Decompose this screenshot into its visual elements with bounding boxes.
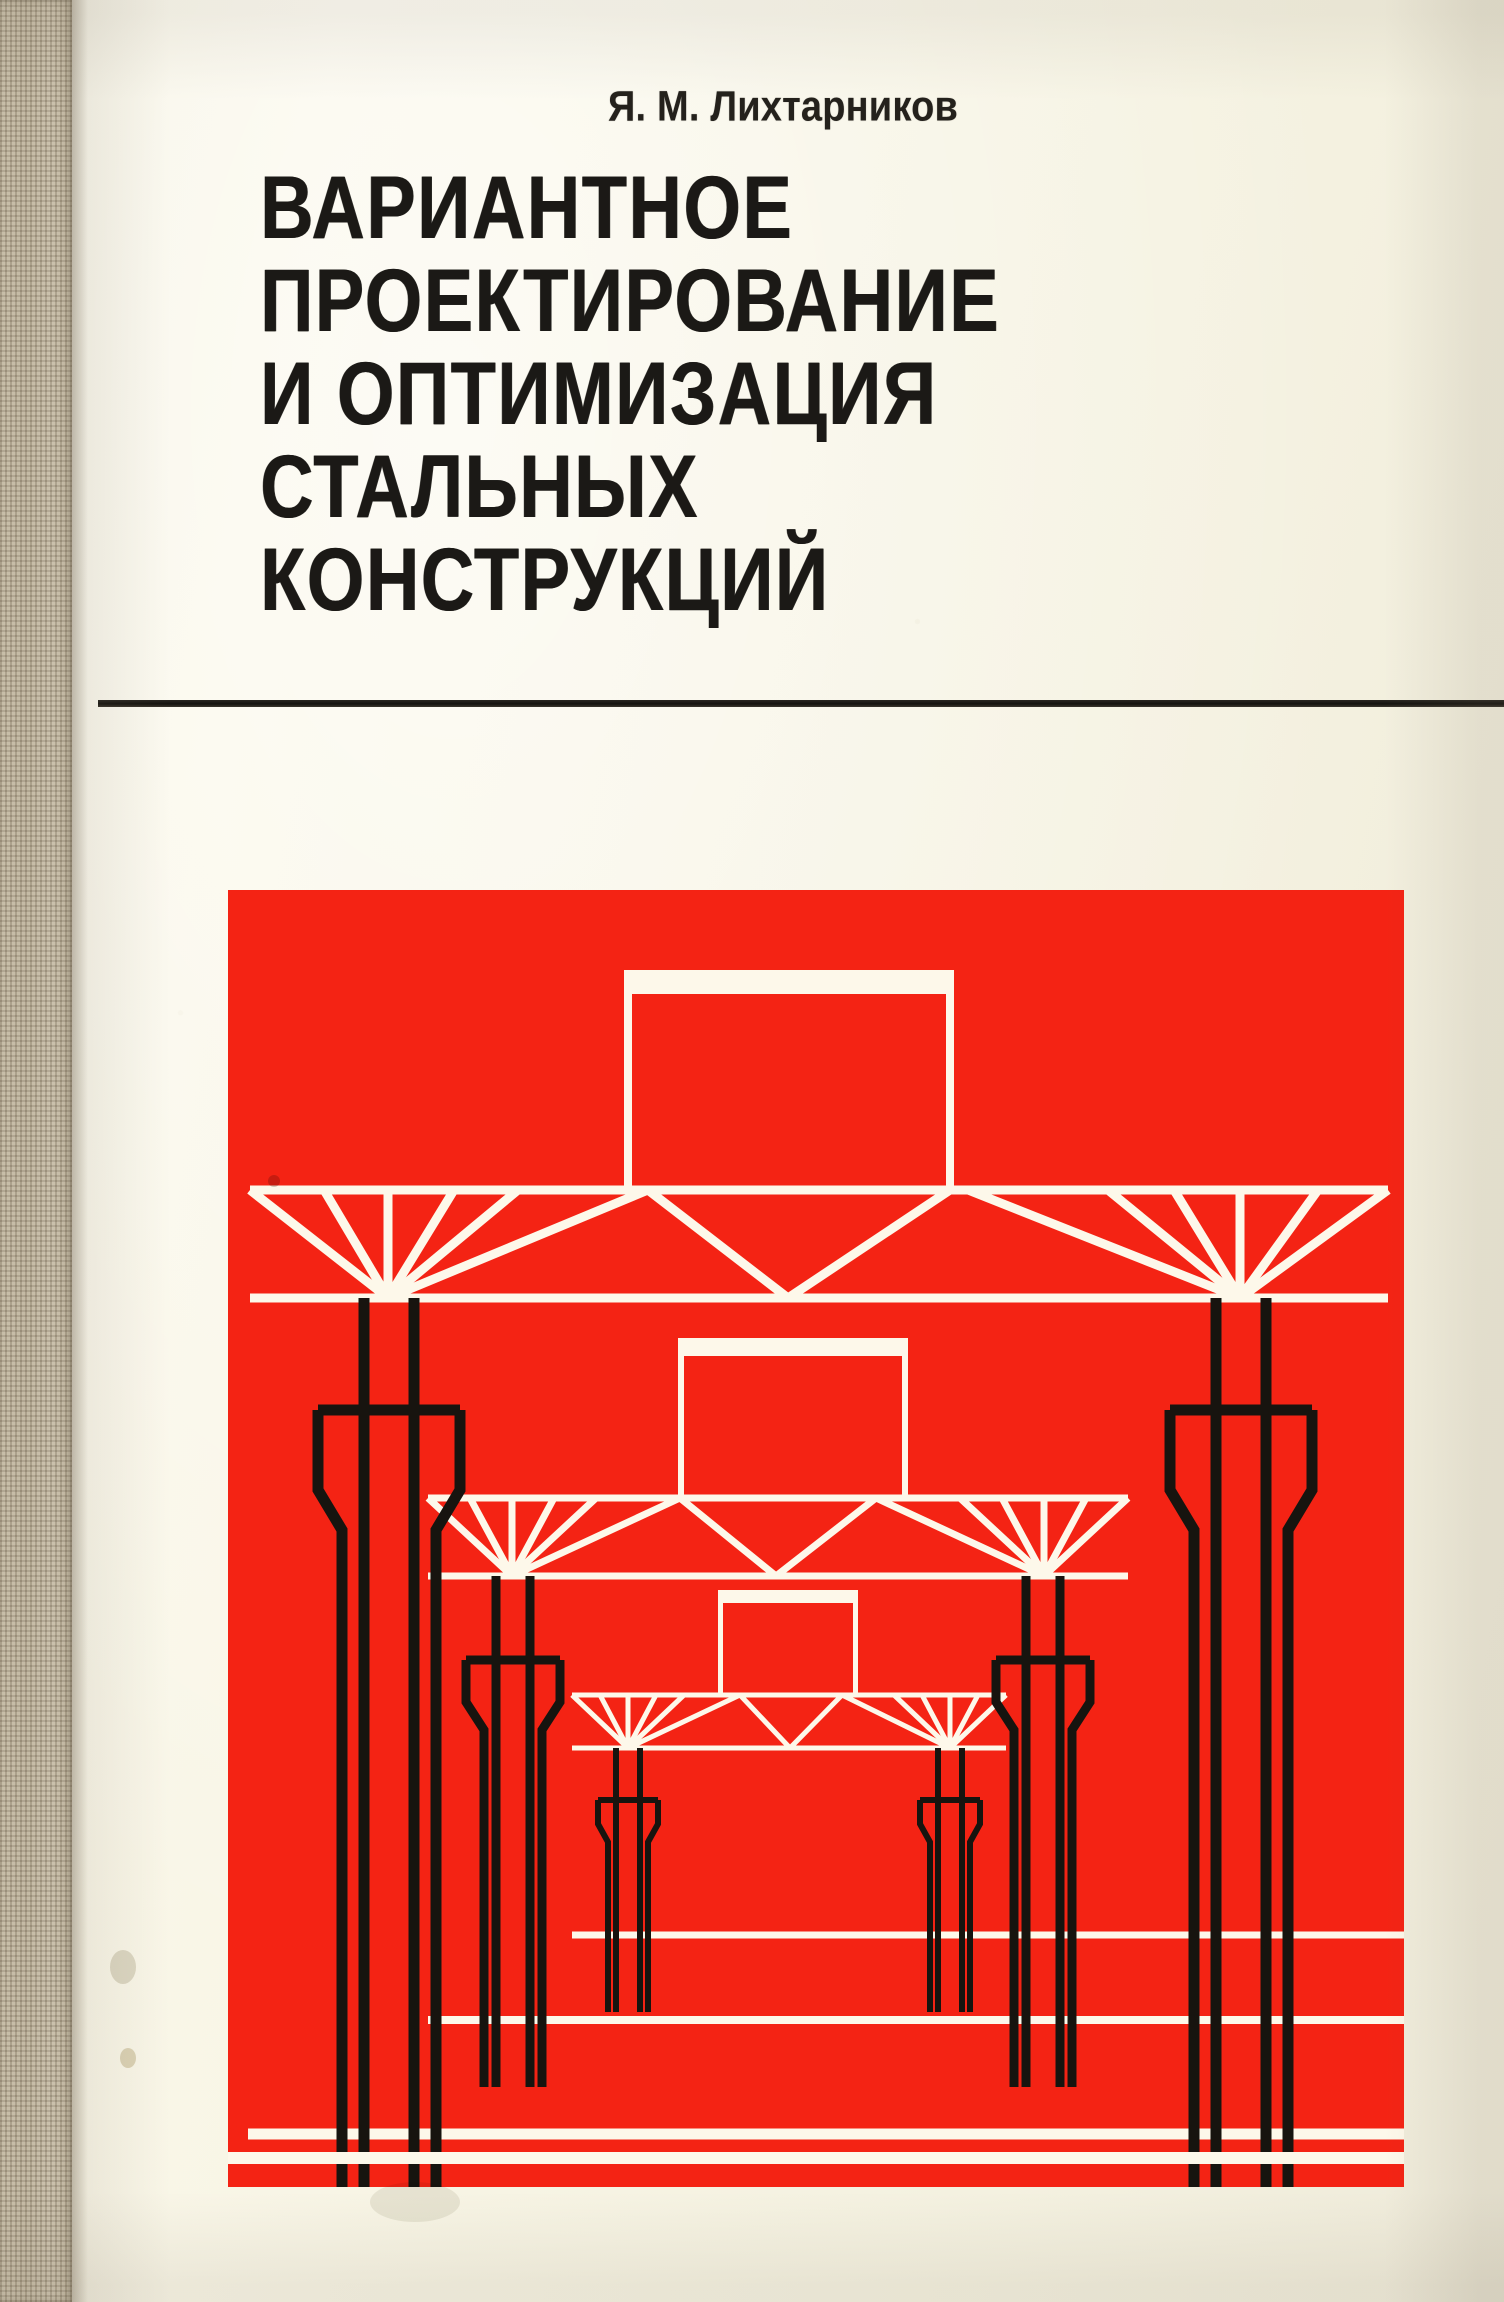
steel-structure-illustration: [228, 890, 1404, 2187]
column-outer-left: [312, 1298, 466, 2187]
paper-blemish-3: [370, 2182, 460, 2222]
title-line-1: ВАРИАНТНОЕ: [260, 157, 794, 258]
column-outer-right: [1164, 1298, 1318, 2187]
paper-blemish-2: [120, 2048, 136, 2068]
middle-roof-block: [678, 1338, 908, 1498]
title-line-5: КОНСТРУКЦИЙ: [260, 529, 830, 630]
cover-illustration: [228, 890, 1404, 2187]
outer-roof-block: [624, 970, 954, 1190]
book-title: ВАРИАНТНОЕ ПРОЕКТИРОВАНИЕ И ОПТИМИЗАЦИЯ …: [0, 157, 1504, 630]
author-name: Я. М. Лихтарников: [607, 83, 959, 131]
horizontal-divider-rule: [98, 700, 1504, 707]
column-inner-left: [595, 1748, 661, 2012]
book-spine-cloth: [0, 0, 72, 2302]
spine-shadow: [72, 0, 88, 2302]
column-inner-right: [917, 1748, 983, 2012]
outer-truss: [247, 1185, 1391, 1303]
columns: [312, 1298, 1318, 2187]
inner-truss: [570, 1692, 1008, 1751]
inner-roof-block: [718, 1590, 858, 1695]
middle-truss: [425, 1494, 1131, 1580]
title-line-4: СТАЛЬНЫХ: [260, 436, 699, 537]
paper-blemish-1: [110, 1950, 136, 1984]
title-line-3: И ОПТИМИЗАЦИЯ: [260, 343, 938, 444]
column-middle-right: [991, 1576, 1095, 2087]
column-middle-left: [461, 1576, 565, 2087]
title-line-2: ПРОЕКТИРОВАНИЕ: [260, 250, 1001, 351]
red-panel: [228, 890, 1404, 2187]
